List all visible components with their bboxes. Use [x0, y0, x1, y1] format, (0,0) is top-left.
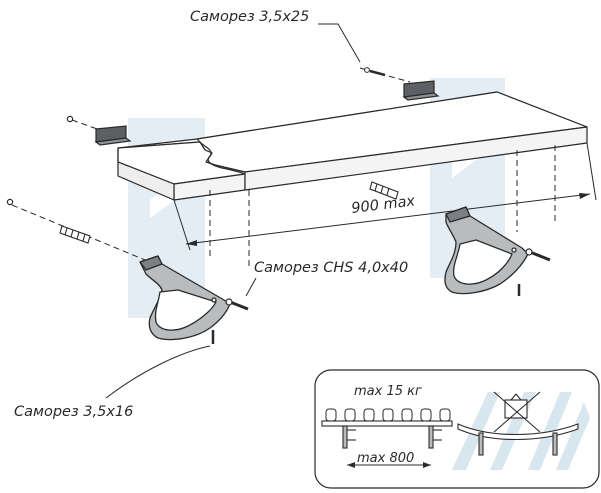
dim-extension-right	[586, 142, 597, 201]
inset-spacing-dim	[347, 462, 431, 468]
inset-spacing-label: max 800	[357, 451, 414, 466]
label-screw-top: Саморез 3,5x25	[190, 9, 309, 25]
inset-shelf-ok	[321, 420, 453, 449]
leader-screw-chs	[245, 277, 257, 297]
width-dimension	[173, 142, 597, 251]
leader-lines	[105, 23, 361, 399]
shelf-clip-right	[402, 80, 440, 101]
wall-plug-left	[59, 225, 91, 244]
screw-left-end	[6, 198, 14, 206]
shelf-cut-edge	[199, 141, 246, 175]
inset-crossed-weight	[493, 391, 541, 433]
dim-extension-left	[173, 199, 191, 251]
bracket-right	[444, 206, 529, 295]
shelf-board	[117, 91, 588, 201]
shelf-clip-left	[94, 125, 132, 146]
leader-screw-top	[318, 23, 361, 63]
label-screw-bottom: Саморез 3,5x16	[14, 404, 133, 420]
inset-shelf-bent	[457, 423, 579, 456]
screw-small-left	[66, 115, 74, 123]
inset-load-label: max 15 кг	[354, 384, 422, 399]
bracket-left	[139, 255, 231, 341]
screw-chs-right	[525, 248, 551, 262]
load-inset: max 15 кг max 800	[314, 369, 600, 489]
screw-small-top	[364, 67, 386, 77]
screw-chs-left	[225, 298, 249, 311]
width-max-label: 900 max	[351, 193, 417, 217]
label-screw-chs: Саморез CHS 4,0x40	[254, 260, 408, 276]
wall-plug-right	[369, 181, 399, 200]
leader-screw-bottom	[105, 345, 211, 399]
